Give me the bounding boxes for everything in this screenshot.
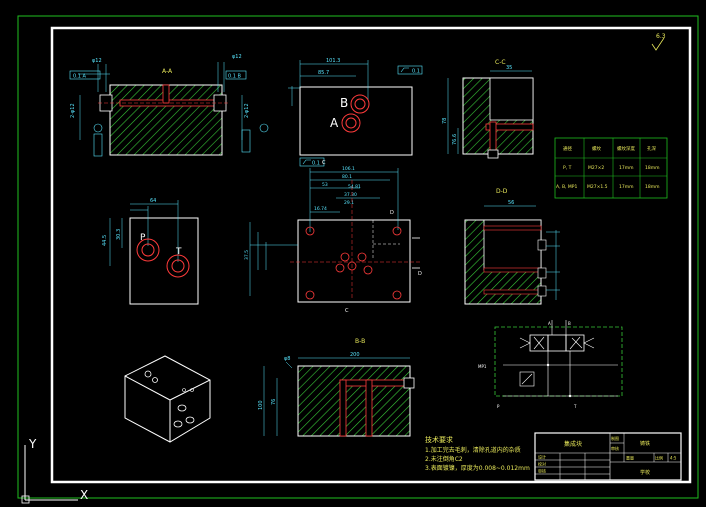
schematic-p-label: P [497,404,500,409]
mid-dim-3: 53 [322,182,328,188]
schematic-t-label: T [573,404,577,409]
title-block-row-1: 设计 [538,454,546,460]
table-cell-1-1: P, T [563,165,572,171]
section-dd-view: D-D 56 [464,188,560,305]
main-front-view: 106.1 80.1 53 54.81 37.30 29.1 16.74 37.… [244,160,422,314]
section-aa-label: A-A [162,68,173,75]
table-cell-2-1: A, B, MP1 [556,184,577,190]
mid-dim-2: 80.1 [342,174,352,180]
cut-d-right: D [390,210,394,216]
title-block-row-3: 审核 [538,468,546,474]
table-header-2: 螺纹 [592,145,601,152]
outer-frame [17,15,699,499]
port-t-label: T [175,247,182,257]
notes-line-1: 1.加工完去毛刺，清除孔道内的杂质 [425,446,521,454]
title-block: 集成块 铸铁 制图 审核 比例 4:5 重量 设计 校对 审核 学校 [534,432,682,481]
top-view-ab: 101.3 85.7 0.1 B A 0.1 [288,58,423,167]
section-bb-view: B-B 200 100 76 φ8 [258,338,415,437]
cut-c-bottom: C [345,308,349,314]
ucs-y-label: Y [28,437,37,451]
top-w1-dim: 101.3 [326,58,340,64]
pt-width-dim: 64 [150,198,156,204]
notes-line-2: 2.未注倒角C2 [425,455,463,463]
aa-top-dim-2: φ12 [232,54,242,60]
dd-width-dim: 56 [508,200,514,206]
roughness-value: 6.3 [656,33,666,40]
table-cell-1-2: M27×2 [588,165,604,171]
port-b-label: B [340,96,348,110]
ucs-icon: Y X [21,437,88,504]
table-cell-1-4: 18mm [645,165,660,171]
section-cc-view: C-C 35 78 76.6 [442,59,534,159]
title-block-scale-label: 比例 [655,455,663,461]
table-header-4: 孔深 [647,145,656,152]
notes-line-3: 3.表面镀镍，厚度为0.008~0.012mm [425,464,530,472]
title-block-sheet-label: 重量 [626,455,634,461]
schematic-mp1-label: MP1 [478,364,487,369]
schematic-b-label: B [568,321,571,326]
table-cell-2-2: M27×1.5 [587,184,608,190]
title-block-material: 铸铁 [640,440,650,447]
bb-width-dim: 200 [350,352,360,358]
pt-height-dim-1: 44.5 [102,235,108,246]
port-p-label: P [140,233,146,243]
inner-frame [50,26,692,484]
table-cell-2-3: 17mm [619,184,634,190]
mid-dim-5: 37.30 [344,192,357,198]
schematic-a-label: A [548,321,551,326]
notes-title: 技术要求 [425,435,453,444]
aa-tol-1: 0.1 A [73,74,87,80]
top-w2-dim: 85.7 [318,70,329,76]
table-cell-1-3: 17mm [619,165,634,171]
aa-tol-2: 0.1 B [228,74,242,80]
ucs-x-label: X [80,488,88,502]
title-block-row-2: 校对 [538,461,546,467]
cc-height-dim: 78 [442,118,448,124]
title-block-drawn: 制图 [611,435,619,441]
section-aa-view: A-A 0.1 A φ12 0.1 B φ12 2-φ12 2-φ12 [69,54,269,157]
cc-width-dim: 35 [506,65,512,71]
mid-dim-6: 29.1 [344,200,354,206]
port-table: 通径 螺纹 螺纹深度 孔深 P, T M27×2 17mm 18mm A, B,… [554,137,668,199]
section-dd-label: D-D [496,188,508,195]
section-cc-label: C-C [495,59,506,66]
cc-height-dim-2: 76.6 [452,134,458,145]
cut-d-right-2: D [418,271,422,277]
pt-view: 64 44.5 30.3 P T [102,198,199,305]
bb-dia-dim: φ8 [284,356,290,362]
mid-dim-1: 106.1 [342,166,355,172]
title-block-scale: 4:5 [670,456,677,461]
mid-dim-8: 37.5 [244,250,250,260]
aa-left-dim: 2-φ12 [70,103,76,118]
table-header-1: 通径 [563,145,572,152]
mid-dim-7: 16.74 [314,206,327,212]
isometric-view [124,355,211,443]
title-block-school: 学校 [640,469,650,476]
mid-dim-4: 54.81 [348,184,361,190]
perp-value: 0.1 [312,161,320,167]
bb-height-dim: 100 [258,400,264,410]
flatness-value: 0.1 [412,69,420,75]
bb-height-dim-2: 76 [271,399,277,405]
pt-height-dim-2: 30.3 [116,229,122,240]
table-header-3: 螺纹深度 [617,145,635,152]
table-cell-2-4: 18mm [645,184,660,190]
section-bb-label: B-B [355,338,365,345]
roughness-mark: 6.3 [651,33,666,51]
title-block-checked: 审核 [611,445,619,451]
cut-c-top: C [322,160,326,166]
port-a-label: A [330,116,339,130]
aa-right-dim: 2-φ12 [244,103,250,118]
title-block-name: 集成块 [564,440,582,448]
aa-top-dim-1: φ12 [92,58,102,64]
technical-notes: 技术要求 1.加工完去毛刺，清除孔道内的杂质 2.未注倒角C2 3.表面镀镍，厚… [425,435,530,472]
hydraulic-schematic: A B MP1 P T [478,320,623,409]
